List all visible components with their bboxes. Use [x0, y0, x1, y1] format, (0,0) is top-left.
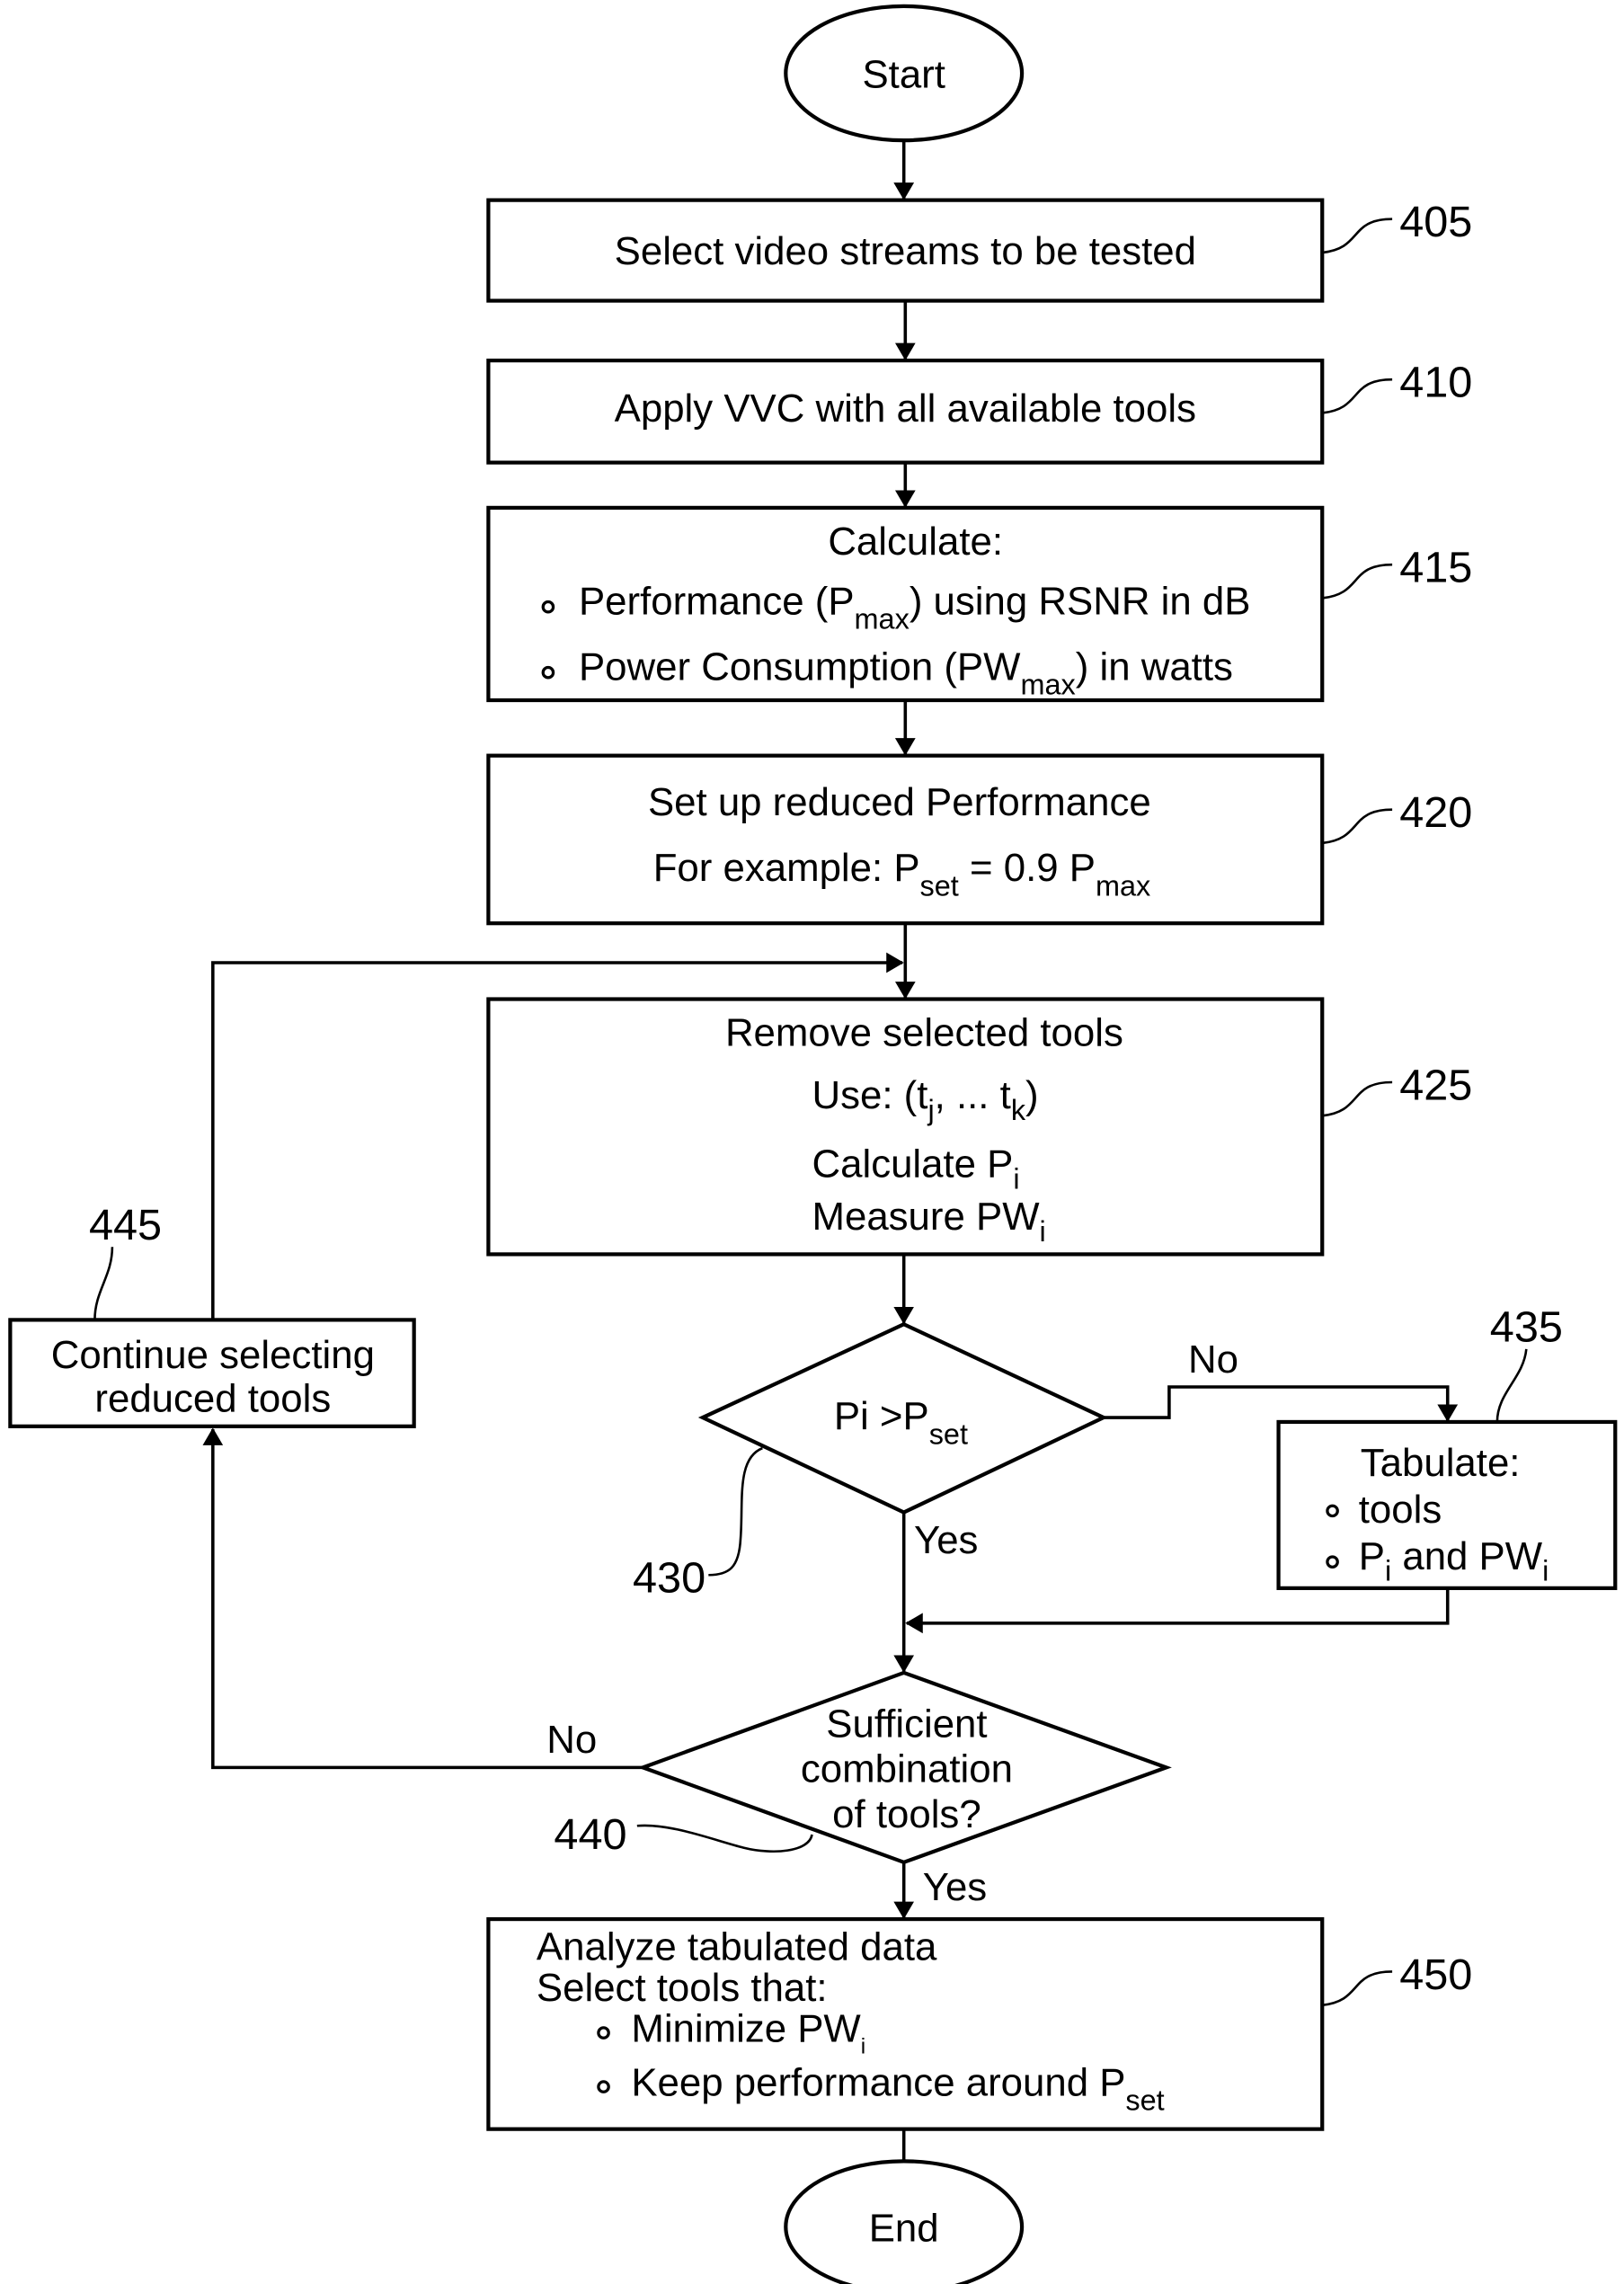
bullet-icon: [541, 665, 555, 680]
step-450: Analyze tabulated data Select tools that…: [486, 1916, 1472, 2131]
step-415: Calculate: Performance (Pmax) using RSNR…: [486, 505, 1472, 703]
decision-440-line-3: of tools?: [832, 1792, 981, 1836]
arrow-430-no-435: [1103, 1385, 1459, 1422]
ref-415: 415: [1399, 544, 1472, 592]
decision-440-no-label: No: [546, 1718, 597, 1762]
start-terminal: Start: [784, 4, 1025, 143]
bullet-icon: [597, 2080, 610, 2093]
step-420-line-1: Set up reduced Performance: [648, 780, 1151, 824]
step-420-line-2: For example: Pset = 0.9 Pmax: [653, 846, 1151, 902]
end-terminal: End: [784, 2159, 1025, 2284]
step-425-line-1: Remove selected tools: [725, 1010, 1123, 1054]
step-420: Set up reduced Performance For example: …: [486, 753, 1472, 926]
step-415-bullet-2: Power Consumption (PWmax) in watts: [579, 644, 1233, 700]
step-425: Remove selected tools Use: (tj, ... tk) …: [486, 997, 1472, 1257]
ref-430: 430: [633, 1554, 706, 1603]
step-435-title: Tabulate:: [1361, 1441, 1521, 1485]
step-405: Select video streams to be tested 405: [486, 198, 1472, 303]
arrow-445-loop-back: [211, 952, 904, 1320]
step-435-bullet-1: tools: [1359, 1488, 1442, 1532]
bullet-icon: [1326, 1555, 1339, 1569]
step-435-bullet-2: Pi and PWi: [1359, 1534, 1549, 1587]
decision-440-yes-label: Yes: [923, 1865, 987, 1909]
ref-440: 440: [554, 1810, 626, 1859]
step-445: Continue selecting reduced tools 445: [8, 1201, 416, 1428]
ref-450: 450: [1399, 1951, 1472, 1999]
step-450-bullet-2: Keep performance around Pset: [631, 2060, 1164, 2116]
decision-440-line-2: combination: [801, 1747, 1013, 1791]
ref-420: 420: [1399, 788, 1472, 837]
decision-430-yes-label: Yes: [914, 1518, 978, 1562]
step-450-line-1: Analyze tabulated data: [537, 1924, 937, 1969]
arrow-440-no-445: [202, 1427, 643, 1770]
step-450-bullet-1: Minimize PWi: [631, 2006, 865, 2058]
decision-430-no-label: No: [1188, 1338, 1238, 1382]
step-425-line-4: Measure PWi: [812, 1195, 1046, 1248]
step-410-text: Apply VVC with all available tools: [615, 387, 1196, 431]
bullet-icon: [1326, 1504, 1339, 1518]
ref-410: 410: [1399, 359, 1472, 407]
step-415-bullet-1: Performance (Pmax) using RSNR in dB: [579, 579, 1250, 635]
decision-430: Pi >Pset 430: [633, 1321, 1108, 1603]
step-445-line-2: reduced tools: [94, 1377, 331, 1421]
bullet-icon: [597, 2026, 610, 2040]
step-425-line-2: Use: (tj, ... tk): [812, 1073, 1039, 1126]
ref-435: 435: [1490, 1303, 1563, 1352]
step-410: Apply VVC with all available tools 410: [486, 359, 1472, 465]
decision-430-text: Pi >Pset: [834, 1394, 968, 1450]
ref-445: 445: [89, 1201, 162, 1249]
bullet-icon: [541, 600, 555, 614]
step-425-line-3: Calculate Pi: [812, 1142, 1020, 1195]
step-405-text: Select video streams to be tested: [615, 229, 1196, 273]
end-label: End: [869, 2207, 939, 2251]
decision-440: Sufficient combination of tools? 440: [554, 1670, 1172, 1865]
ref-425: 425: [1399, 1061, 1472, 1109]
ref-405: 405: [1399, 198, 1472, 246]
step-415-title: Calculate:: [828, 520, 1003, 564]
decision-440-line-1: Sufficient: [826, 1702, 987, 1746]
step-445-line-1: Continue selecting: [51, 1333, 375, 1377]
step-450-line-2: Select tools that:: [537, 1966, 828, 2010]
start-label: Start: [862, 53, 945, 97]
step-435: Tabulate: tools Pi and PWi 435: [1276, 1303, 1618, 1590]
arrow-435-return: [905, 1587, 1450, 1634]
